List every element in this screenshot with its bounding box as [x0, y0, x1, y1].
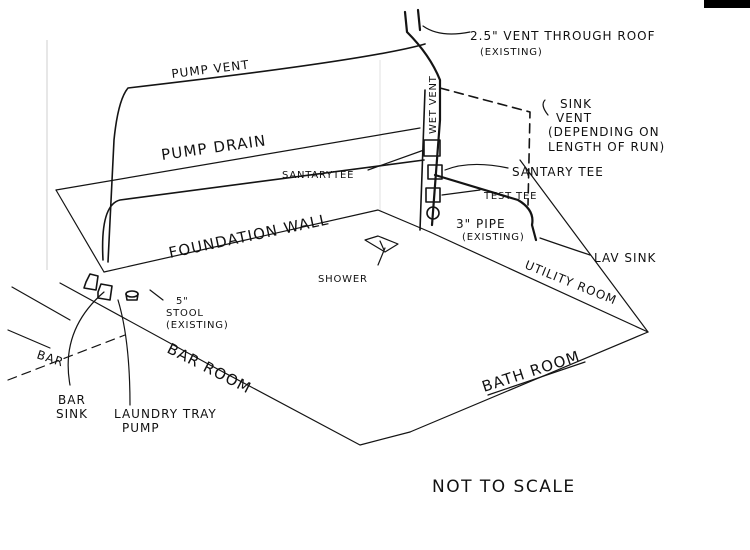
utility-room-floor-edge	[429, 231, 649, 333]
stool-leader	[149, 289, 164, 301]
pump-drain-line	[101, 159, 425, 261]
stool-fixture	[125, 290, 139, 298]
label-laundry-2: PUMP	[122, 421, 160, 435]
label-bar-room: BAR ROOM	[164, 340, 254, 398]
lav-sink-drain	[433, 173, 538, 242]
label-test-tee: TEST TEE	[483, 191, 537, 202]
sanitary-tee-right-leader	[444, 163, 509, 171]
test-tee-fitting	[425, 187, 441, 203]
front-floor-edge	[409, 331, 649, 433]
label-laundry-1: LAUNDRY TRAY	[114, 407, 217, 421]
bar-counter-line-2	[7, 329, 51, 349]
pipe-3-cleanout	[426, 206, 440, 220]
label-pump-drain: PUMP DRAIN	[160, 131, 268, 164]
shower-drain	[364, 235, 399, 253]
label-vent-roof-1: 2.5" VENT THROUGH ROOF	[470, 29, 656, 43]
label-not-to-scale: NOT TO SCALE	[432, 477, 576, 497]
pump-vent-line	[107, 43, 426, 263]
label-sink-vent-3: (DEPENDING ON	[548, 125, 660, 139]
sanitary-tee-left-fitting	[423, 139, 441, 157]
lav-sink-leader	[539, 237, 591, 256]
scan-edge-mark	[704, 0, 750, 8]
label-utility-room: UTILITY ROOM	[523, 258, 619, 308]
laundry-tray-pump	[97, 283, 113, 301]
vent-stack	[403, 10, 442, 227]
label-wet-vent: WET VENT	[428, 75, 439, 134]
label-bar-sink-1: BAR	[58, 393, 86, 407]
label-stool-3: (EXISTING)	[166, 320, 229, 331]
label-stool-1: 5"	[176, 296, 189, 307]
bar-counter-line-1	[11, 286, 71, 321]
label-stool-2: STOOL	[166, 308, 204, 319]
wet-vent-pipe	[419, 89, 426, 231]
vent-stack-edge	[416, 8, 422, 32]
label-shower: SHOWER	[318, 274, 368, 285]
label-bathroom: BATH ROOM	[480, 347, 583, 396]
label-bar-sink-2: SINK	[56, 407, 88, 421]
label-3-pipe-2: (EXISTING)	[462, 232, 525, 243]
far-corner-edge	[519, 159, 649, 333]
sink-vent-leader	[542, 99, 549, 116]
bar-room-front-edge	[59, 282, 411, 446]
label-sink-vent-4: LENGTH OF RUN)	[548, 140, 665, 154]
vent-roof-leader	[422, 25, 471, 35]
label-sanitary-tee-right: SANTARY TEE	[512, 165, 604, 179]
bathroom-underline	[487, 361, 586, 396]
laundry-leader	[117, 299, 131, 406]
label-sink-vent-1: SINK	[560, 97, 592, 111]
left-wall-edge	[55, 189, 105, 273]
label-lav-sink: LAV SINK	[594, 251, 657, 265]
sink-vent-dashed	[439, 87, 531, 206]
label-bar: BAR	[35, 348, 66, 370]
label-3-pipe-1: 3" PIPE	[456, 217, 506, 231]
back-wall-top-edge	[55, 127, 421, 191]
foundation-wall-base	[103, 209, 431, 273]
label-vent-roof-2: (EXISTING)	[480, 47, 543, 58]
stool-base	[125, 293, 139, 301]
shower-drain-mark	[379, 240, 385, 251]
sanitary-tee-right-fitting	[427, 164, 443, 180]
bar-sink-fixture	[83, 273, 99, 291]
label-sanitary-tee-left: SANTARYTEE	[282, 170, 354, 181]
test-tee-leader	[441, 189, 481, 196]
bar-dashed-line	[7, 334, 126, 381]
sanitary-tee-left-leader	[367, 149, 425, 171]
bar-sink-leader	[67, 291, 105, 386]
label-sink-vent-2: VENT	[556, 111, 592, 125]
label-foundation-wall: FOUNDATION WALL	[167, 210, 331, 262]
